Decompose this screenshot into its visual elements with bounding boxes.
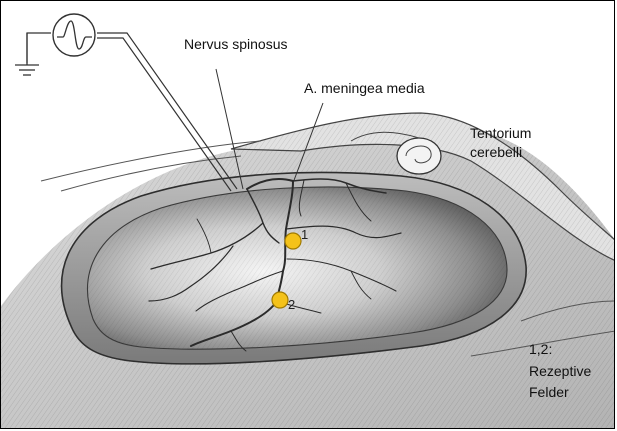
receptive-field-2 <box>272 292 288 308</box>
artery-label: A. meningea media <box>304 79 425 98</box>
tentorium-label-line1: Tentorium <box>470 124 531 143</box>
legend-line1: 1,2: <box>529 339 591 361</box>
nerve-label: Nervus spinosus <box>184 35 288 54</box>
receptive-field-2-label: 2 <box>288 297 295 312</box>
receptive-field-1-label: 1 <box>301 227 308 242</box>
legend-line2: Rezeptive <box>529 361 591 383</box>
legend-label: 1,2: Rezeptive Felder <box>529 339 591 404</box>
legend-line3: Felder <box>529 382 591 404</box>
receptive-field-1 <box>285 233 301 249</box>
tentorium-label-line2: cerebelli <box>470 143 531 162</box>
tentorium-label: Tentorium cerebelli <box>470 124 531 162</box>
